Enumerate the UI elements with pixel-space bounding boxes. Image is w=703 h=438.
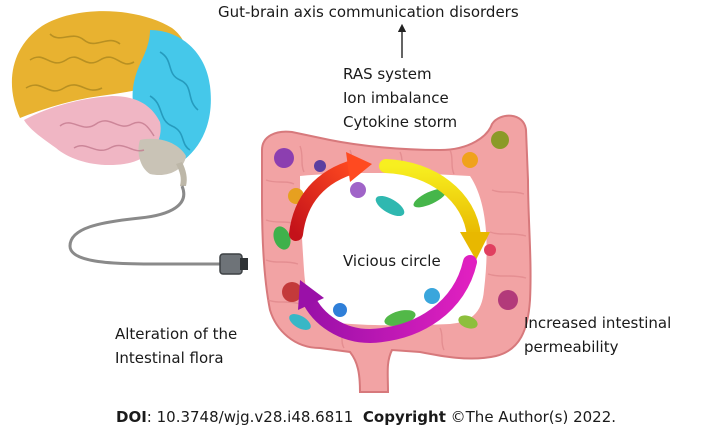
brain-icon xyxy=(11,11,211,186)
permeability-label-line1: Increased intestinal xyxy=(524,314,672,332)
flora-label: Alteration of the Intestinal flora xyxy=(115,322,237,370)
citation: DOI: 10.3748/wjg.v28.i48.6811 Copyright … xyxy=(116,408,616,426)
permeability-label: Increased intestinal permeability xyxy=(524,311,671,359)
vicious-circle-arrows xyxy=(289,152,490,344)
flora-label-line2: Intestinal flora xyxy=(115,349,224,367)
doi-value: : 10.3748/wjg.v28.i48.6811 xyxy=(146,408,354,426)
flora-label-line1: Alteration of the xyxy=(115,325,238,343)
arrow-bottom xyxy=(301,255,477,344)
factor-list: RAS system Ion imbalance Cytokine storm xyxy=(343,62,457,134)
nerve-cable-icon xyxy=(68,185,248,275)
permeability-label-line2: permeability xyxy=(524,338,619,356)
factor-ras: RAS system xyxy=(343,65,432,83)
doi-label: DOI xyxy=(116,408,147,426)
figure-title: Gut-brain axis communication disorders xyxy=(218,3,519,21)
copyright-label: Copyright xyxy=(362,408,446,426)
arrow-right xyxy=(379,159,481,243)
copyright-value: ©The Author(s) 2022. xyxy=(445,408,617,426)
arrow-top xyxy=(289,159,363,241)
factor-ion: Ion imbalance xyxy=(343,89,449,107)
factor-cytokine: Cytokine storm xyxy=(343,113,458,131)
microbe-icon xyxy=(273,131,518,330)
vicious-circle-label: Vicious circle xyxy=(343,252,441,270)
